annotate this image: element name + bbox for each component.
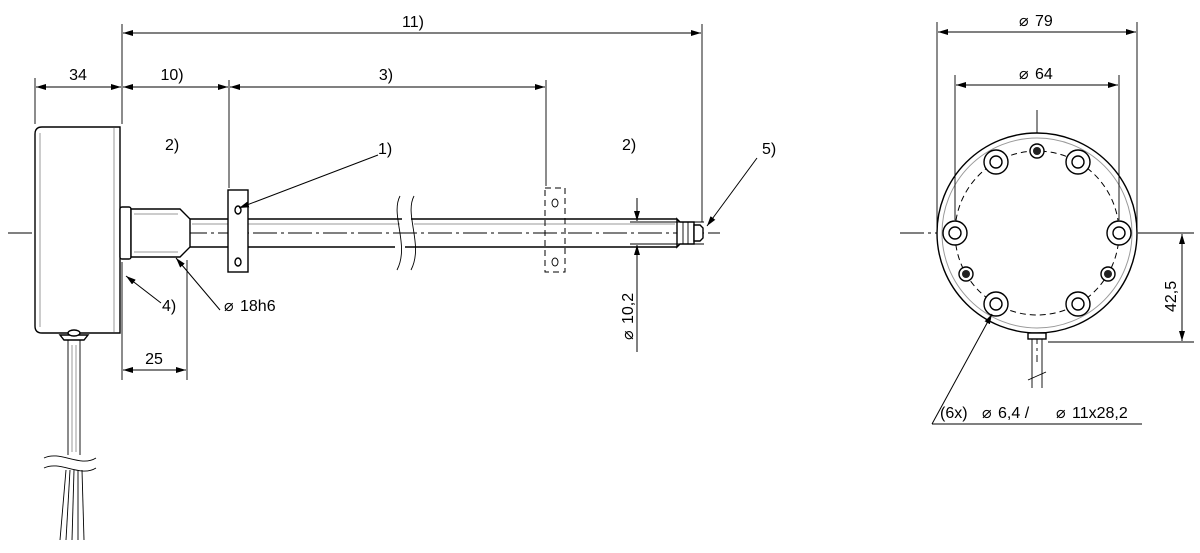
front-view: ⌀ 79 ⌀ 64 42,5 (6x) ⌀ 6,4 / ⌀ 11x28,2	[900, 13, 1194, 425]
diameter-symbol: ⌀	[620, 330, 637, 340]
cable-break	[43, 455, 97, 462]
note-1-label: 1)	[378, 141, 392, 158]
bolt-circle-diameter-value: 64	[1035, 66, 1053, 83]
center-height-label: 42,5	[1163, 281, 1180, 312]
diameter-symbol: ⌀	[1019, 66, 1029, 83]
housing	[34, 126, 121, 334]
mounting-hole	[983, 291, 1009, 317]
diameter-symbol: ⌀	[224, 298, 234, 315]
holes-count: (6x)	[940, 405, 968, 422]
mounting-hole	[1065, 291, 1091, 317]
dim-11-label: 11)	[402, 14, 424, 31]
mounting-hole	[942, 220, 968, 246]
diameter-symbol: ⌀	[982, 405, 992, 422]
front-cable	[1027, 332, 1047, 388]
screw	[1100, 266, 1116, 282]
dimension-lines	[36, 30, 758, 373]
break-line	[410, 195, 416, 271]
dim-10-label: 10)	[160, 67, 183, 84]
holes-callout: (6x) ⌀ 6,4 / ⌀ 11x28,2	[940, 405, 1128, 422]
break-line	[396, 195, 402, 271]
outer-diameter-value: 79	[1035, 13, 1053, 30]
screws	[958, 143, 1116, 282]
mounting-holes	[942, 149, 1132, 317]
holes-slot-size: 11x28,2	[1072, 405, 1128, 422]
mounting-hole	[1106, 220, 1132, 246]
extension-lines	[34, 24, 703, 380]
rod-tip	[676, 217, 704, 249]
front-extension-lines	[936, 22, 1194, 343]
tip-diameter-value: 10,2	[620, 293, 637, 324]
mounting-clamp	[227, 189, 249, 273]
dim-3-label: 3)	[379, 67, 393, 84]
bolt-circle-diameter-label: ⌀ 64	[1019, 66, 1053, 83]
screw	[1029, 143, 1045, 159]
mounting-hole	[1065, 149, 1091, 175]
front-dimension-lines	[931, 29, 1185, 425]
note-2-left-label: 2)	[165, 137, 179, 154]
mounting-clamp-optional	[544, 187, 566, 273]
screw	[958, 266, 974, 282]
note-4-label: 4)	[162, 298, 176, 315]
rod-diameter-value: 18h6	[240, 298, 276, 315]
holes-diameter-small: 6,4 /	[998, 405, 1030, 422]
collar	[119, 206, 191, 260]
note-2-right-label: 2)	[622, 137, 636, 154]
diameter-symbol: ⌀	[1056, 405, 1066, 422]
dim-25-label: 25	[145, 351, 163, 368]
rod-diameter-label: ⌀ 18h6	[224, 298, 276, 315]
outer-diameter-label: ⌀ 79	[1019, 13, 1053, 30]
note-5-label: 5)	[762, 141, 776, 158]
tip-diameter-label: ⌀ 10,2	[620, 293, 637, 340]
cable	[43, 329, 97, 541]
dim-34-label: 34	[69, 67, 87, 84]
side-view: 34 10) 3) 11) 25 1) 2) 2) 4) 5) ⌀ 18h6 ⌀…	[8, 14, 776, 541]
mounting-hole	[983, 149, 1009, 175]
diameter-symbol: ⌀	[1019, 13, 1029, 30]
